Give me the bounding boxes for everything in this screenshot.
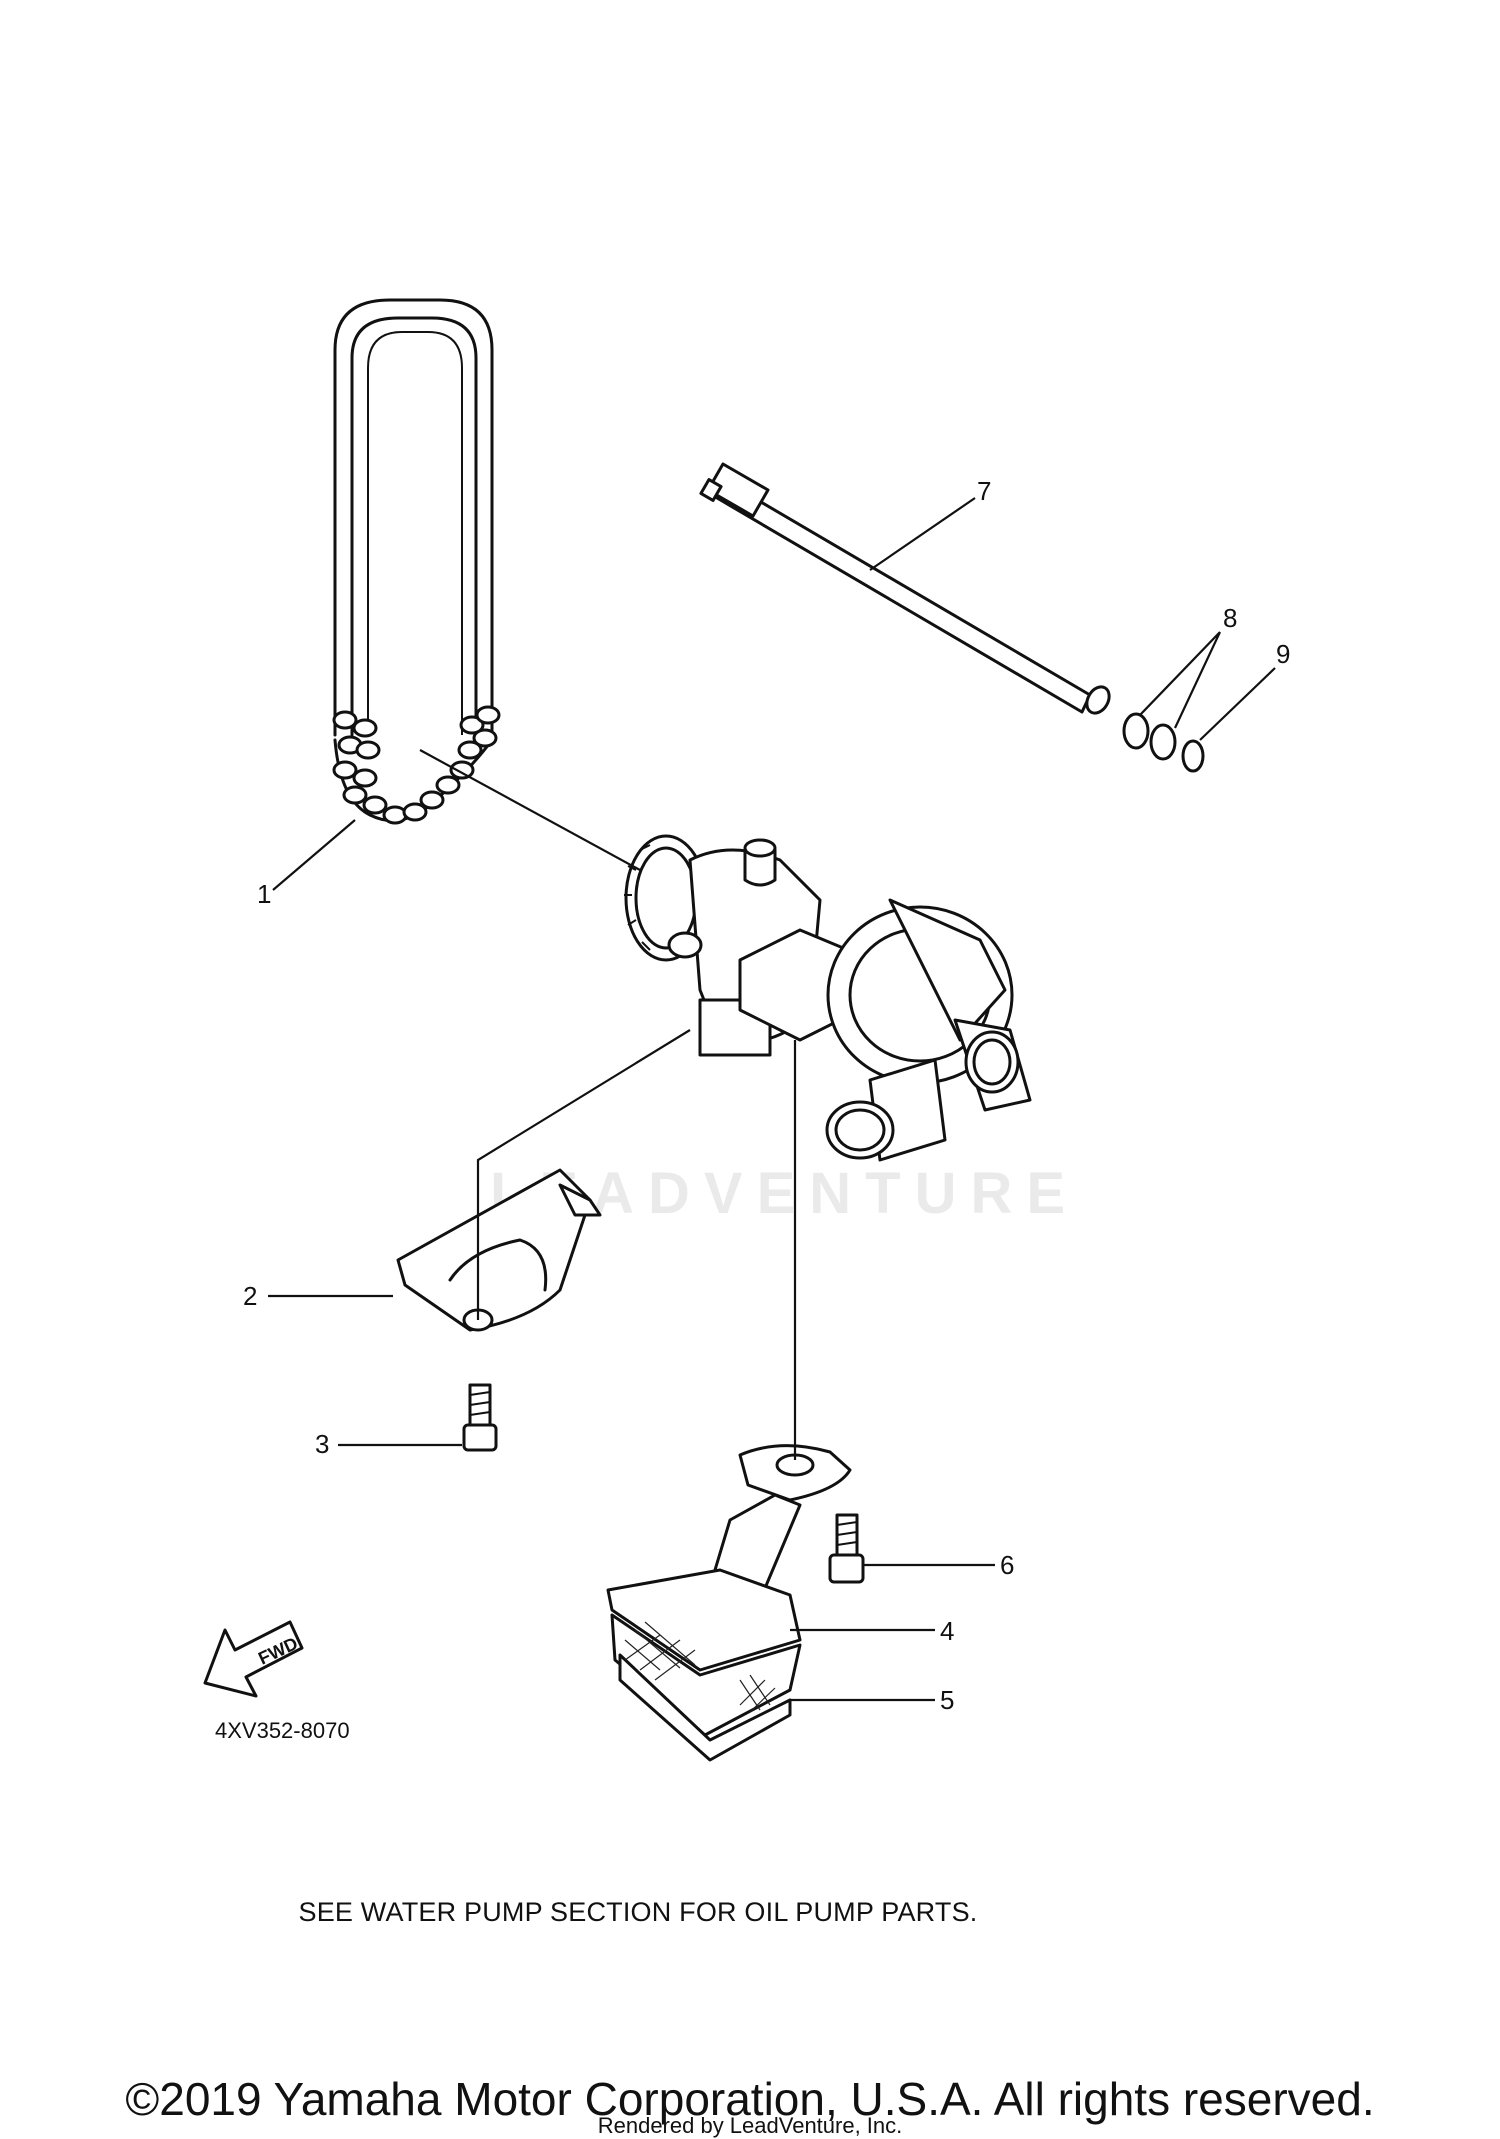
footer-note: SEE WATER PUMP SECTION FOR OIL PUMP PART… — [298, 1897, 978, 1927]
oil-pump-cover — [396, 1168, 602, 1332]
chain-links — [332, 705, 501, 825]
callout-leaders — [268, 497, 1276, 1702]
callout-7: 7 — [977, 476, 991, 506]
fwd-arrow-icon: FWD — [203, 1620, 304, 1698]
rendered-by-text: Rendered by LeadVenture, Inc. — [597, 2113, 903, 2138]
pump-shaft — [699, 462, 1111, 715]
callout-4: 4 — [940, 1616, 954, 1646]
strainer-bolt — [828, 1513, 865, 1584]
diagram-code: 4XV352-8070 — [215, 1718, 350, 1743]
callout-3: 3 — [315, 1429, 329, 1459]
strainer-screen — [618, 1621, 792, 1762]
copyright-text: ©2019 Yamaha Motor Corporation, U.S.A. A… — [125, 2073, 1375, 2125]
callout-2: 2 — [243, 1281, 257, 1311]
cover-bolt — [462, 1383, 498, 1452]
callout-5: 5 — [940, 1685, 954, 1715]
o-rings — [1122, 712, 1205, 773]
callout-1: 1 — [257, 879, 271, 909]
drive-chain — [332, 298, 501, 825]
assembly-lines — [419, 749, 797, 1460]
callout-9: 9 — [1276, 639, 1290, 669]
callout-6: 6 — [1000, 1550, 1014, 1580]
callout-8: 8 — [1223, 603, 1237, 633]
oil-strainer — [606, 1444, 852, 1737]
oil-pump-assembly — [624, 834, 1032, 1162]
